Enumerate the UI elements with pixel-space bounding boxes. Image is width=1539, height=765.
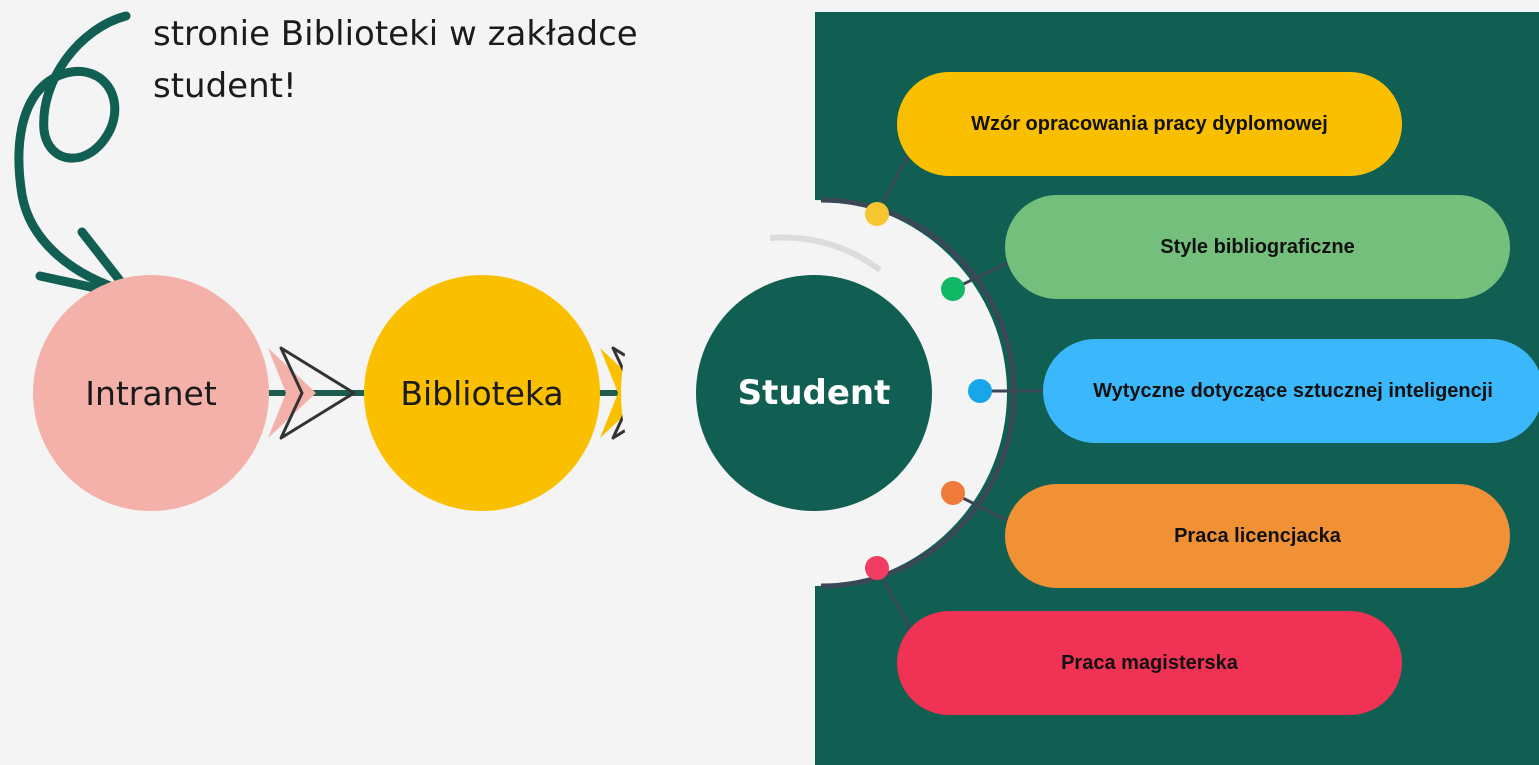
curly-arrow-icon bbox=[14, 11, 137, 301]
intro-text: stronie Biblioteki w zakładce student! bbox=[153, 8, 713, 112]
dot-marker bbox=[941, 481, 965, 505]
intranet-label: Intranet bbox=[85, 373, 217, 413]
chevron-right-icon bbox=[268, 346, 356, 440]
link-style-bibliograficzne[interactable]: Style bibliograficzne bbox=[1005, 195, 1510, 299]
intranet-circle[interactable]: Intranet bbox=[33, 275, 269, 511]
link-label: Style bibliograficzne bbox=[1160, 236, 1355, 258]
dot-marker bbox=[865, 202, 889, 226]
biblioteka-circle[interactable]: Biblioteka bbox=[364, 275, 600, 511]
arc-highlight bbox=[769, 234, 882, 273]
spoke-line bbox=[875, 567, 914, 633]
link-label: Wzór opracowania pracy dyplomowej bbox=[971, 113, 1328, 135]
student-label: Student bbox=[737, 373, 891, 413]
dot-marker bbox=[941, 277, 965, 301]
link-wzor-opracowania[interactable]: Wzór opracowania pracy dyplomowej bbox=[897, 72, 1402, 176]
link-praca-magisterska[interactable]: Praca magisterska bbox=[897, 611, 1402, 715]
intro-line-1: stronie Biblioteki w zakładce bbox=[153, 14, 638, 54]
biblioteka-label: Biblioteka bbox=[400, 373, 564, 413]
link-praca-licencjacka[interactable]: Praca licencjacka bbox=[1005, 484, 1510, 588]
link-wytyczne-ai[interactable]: Wytyczne dotyczące sztucznej inteligencj… bbox=[1043, 339, 1539, 443]
dot-marker bbox=[865, 556, 889, 580]
link-label: Praca magisterska bbox=[1061, 652, 1238, 674]
intro-line-2: student! bbox=[153, 66, 297, 106]
student-circle[interactable]: Student bbox=[696, 275, 932, 511]
dot-marker bbox=[968, 379, 992, 403]
link-label: Wytyczne dotyczące sztucznej inteligencj… bbox=[1093, 380, 1493, 402]
link-label: Praca licencjacka bbox=[1174, 525, 1341, 547]
arc-line bbox=[820, 197, 1017, 589]
